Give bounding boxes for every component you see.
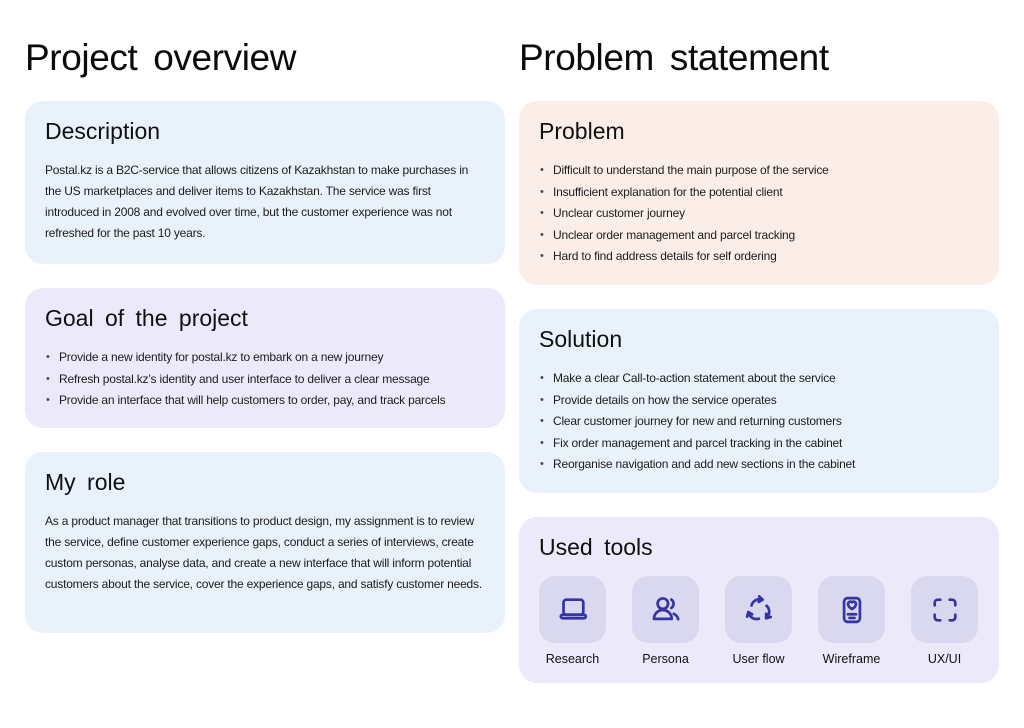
problem-list: Difficult to understand the main purpose…: [539, 160, 979, 268]
frame-corners-icon: [932, 597, 957, 622]
list-item: Unclear order management and parcel trac…: [539, 225, 979, 247]
list-item: Difficult to understand the main purpose…: [539, 160, 979, 182]
tool-wireframe: Wireframe: [818, 576, 885, 666]
list-item: Clear customer journey for new and retur…: [539, 411, 979, 433]
solution-card: Solution Make a clear Call-to-action sta…: [519, 309, 999, 493]
description-title: Description: [45, 118, 161, 144]
solution-title: Solution: [539, 326, 623, 352]
list-item: Hard to find address details for self or…: [539, 246, 979, 268]
tool-label: Persona: [642, 652, 689, 666]
page-content: Project overview Description Postal.kz i…: [0, 0, 1024, 707]
goal-card: Goal of the project Provide a new identi…: [25, 288, 505, 428]
my-role-card: My role As a product manager that transi…: [25, 452, 505, 633]
tool-label: Research: [545, 652, 600, 666]
goal-title: Goal of the project: [45, 305, 248, 331]
list-item: Provide an interface that will help cust…: [45, 390, 485, 412]
list-item: Provide a new identity for postal.kz to …: [45, 347, 485, 369]
list-item: Make a clear Call-to-action statement ab…: [539, 368, 979, 390]
goal-list: Provide a new identity for postal.kz to …: [45, 347, 485, 412]
tool-user-flow: User flow: [725, 576, 792, 666]
problem-statement-heading: Problem statement: [519, 37, 829, 78]
list-item: Unclear customer journey: [539, 203, 979, 225]
tool-research: Research: [539, 576, 606, 666]
tool-tile: [539, 576, 606, 643]
tool-tile: [911, 576, 978, 643]
project-overview-heading: Project overview: [25, 37, 297, 78]
tool-tile: [725, 576, 792, 643]
problem-card: Problem Difficult to understand the main…: [519, 101, 999, 285]
tools-row: Research Persona: [539, 576, 979, 666]
project-overview-column: Project overview Description Postal.kz i…: [25, 0, 505, 707]
tool-tile: [632, 576, 699, 643]
list-item: Fix order management and parcel tracking…: [539, 433, 979, 455]
laptop-icon: [558, 597, 587, 620]
tool-label: User flow: [732, 652, 785, 666]
description-card: Description Postal.kz is a B2C-service t…: [25, 101, 505, 264]
list-item: Refresh postal.kz’s identity and user in…: [45, 369, 485, 391]
list-item: Reorganise navigation and add new sectio…: [539, 454, 979, 476]
list-item: Insufficient explanation for the potenti…: [539, 182, 979, 204]
problem-statement-column: Problem statement Problem Difficult to u…: [519, 0, 999, 707]
used-tools-title: Used tools: [539, 534, 653, 560]
cycle-arrows-icon: [745, 594, 772, 620]
my-role-text: As a product manager that transitions to…: [45, 514, 482, 591]
used-tools-card: Used tools Research: [519, 517, 999, 683]
solution-list: Make a clear Call-to-action statement ab…: [539, 368, 979, 476]
problem-title: Problem: [539, 118, 625, 144]
tool-label: Wireframe: [822, 652, 881, 666]
tool-label: UX/UI: [927, 652, 962, 666]
list-item: Provide details on how the service opera…: [539, 390, 979, 412]
description-text: Postal.kz is a B2C-service that allows c…: [45, 163, 469, 240]
persona-icon: [652, 596, 680, 621]
card-heart-icon: [842, 596, 861, 623]
tool-ux-ui: UX/UI: [911, 576, 978, 666]
tool-persona: Persona: [632, 576, 699, 666]
tool-tile: [818, 576, 885, 643]
my-role-title: My role: [45, 469, 126, 495]
